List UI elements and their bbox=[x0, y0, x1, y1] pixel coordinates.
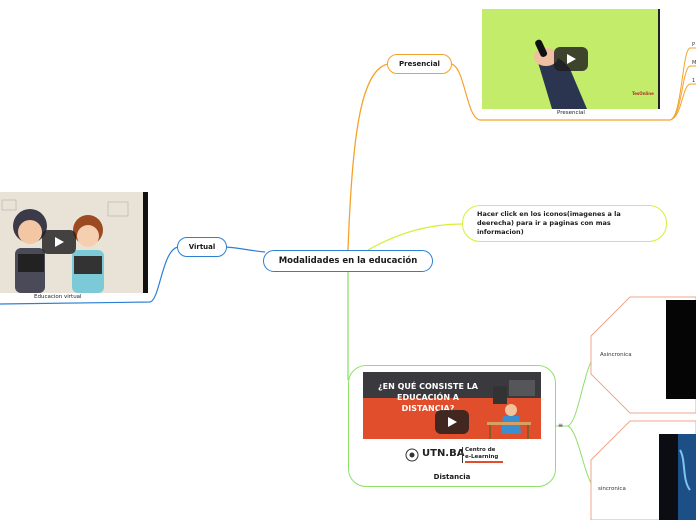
distancia-connector-marker: ≡ bbox=[558, 422, 564, 429]
presencial-video-thumbnail[interactable]: TesOnline bbox=[482, 9, 660, 109]
presencial-subitem-3[interactable]: 1 bbox=[692, 78, 696, 84]
distancia-video-title: ¿EN QUÉ CONSISTE LA EDUCACIÓN A DISTANCI… bbox=[378, 382, 478, 413]
virtual-node[interactable]: Virtual bbox=[177, 237, 227, 257]
virtual-video-caption: Educacion virtual bbox=[34, 294, 82, 300]
presencial-video-caption: Presencial bbox=[557, 110, 585, 116]
distancia-video-thumbnail[interactable]: ¿EN QUÉ CONSISTE LA EDUCACIÓN A DISTANCI… bbox=[363, 372, 541, 439]
central-topic-label: Modalidades en la educación bbox=[278, 256, 418, 266]
presencial-subitem-1[interactable]: P bbox=[692, 42, 696, 48]
play-icon bbox=[55, 237, 64, 247]
central-topic[interactable]: Modalidades en la educación bbox=[263, 250, 433, 272]
distancia-label: Distancia bbox=[433, 473, 471, 481]
distancia-node[interactable]: ¿EN QUÉ CONSISTE LA EDUCACIÓN A DISTANCI… bbox=[348, 365, 556, 487]
distancia-play-button[interactable] bbox=[435, 410, 469, 434]
utn-seal-icon bbox=[405, 448, 419, 462]
play-icon bbox=[567, 54, 576, 64]
presencial-play-button[interactable] bbox=[554, 47, 588, 71]
connector-virtual-video bbox=[0, 246, 179, 305]
connector-virtual bbox=[225, 246, 266, 253]
utn-logo-secondary-1: Centro de bbox=[465, 447, 496, 453]
note-node[interactable]: Hacer click en los iconos(imagenes a la … bbox=[462, 205, 667, 242]
presencial-node[interactable]: Presencial bbox=[387, 54, 452, 74]
connector-presencial-video bbox=[450, 63, 670, 121]
virtual-video-thumbnail[interactable] bbox=[0, 192, 148, 293]
note-text: Hacer click en los iconos(imagenes a la … bbox=[477, 210, 621, 236]
connector-note bbox=[367, 223, 463, 251]
asincronica-label: Asincronica bbox=[600, 352, 632, 358]
virtual-play-button[interactable] bbox=[42, 230, 76, 254]
utn-logo-secondary-2: e-Learning bbox=[465, 454, 499, 460]
utn-logo-main: UTN.BA bbox=[422, 448, 465, 459]
connector-presencial bbox=[347, 63, 389, 251]
virtual-video-illustration bbox=[0, 192, 148, 293]
asincronica-node[interactable] bbox=[590, 296, 696, 414]
play-icon bbox=[448, 417, 457, 427]
sincronica-node[interactable] bbox=[590, 420, 696, 520]
presencial-subitem-2[interactable]: M bbox=[692, 60, 696, 66]
sincronica-label: sincronica bbox=[598, 486, 626, 492]
presencial-video-watermark: TesOnline bbox=[632, 91, 654, 96]
presencial-label: Presencial bbox=[399, 60, 440, 68]
utn-logo: UTN.BA Centro de e-Learning bbox=[405, 446, 505, 464]
virtual-label: Virtual bbox=[188, 243, 216, 251]
